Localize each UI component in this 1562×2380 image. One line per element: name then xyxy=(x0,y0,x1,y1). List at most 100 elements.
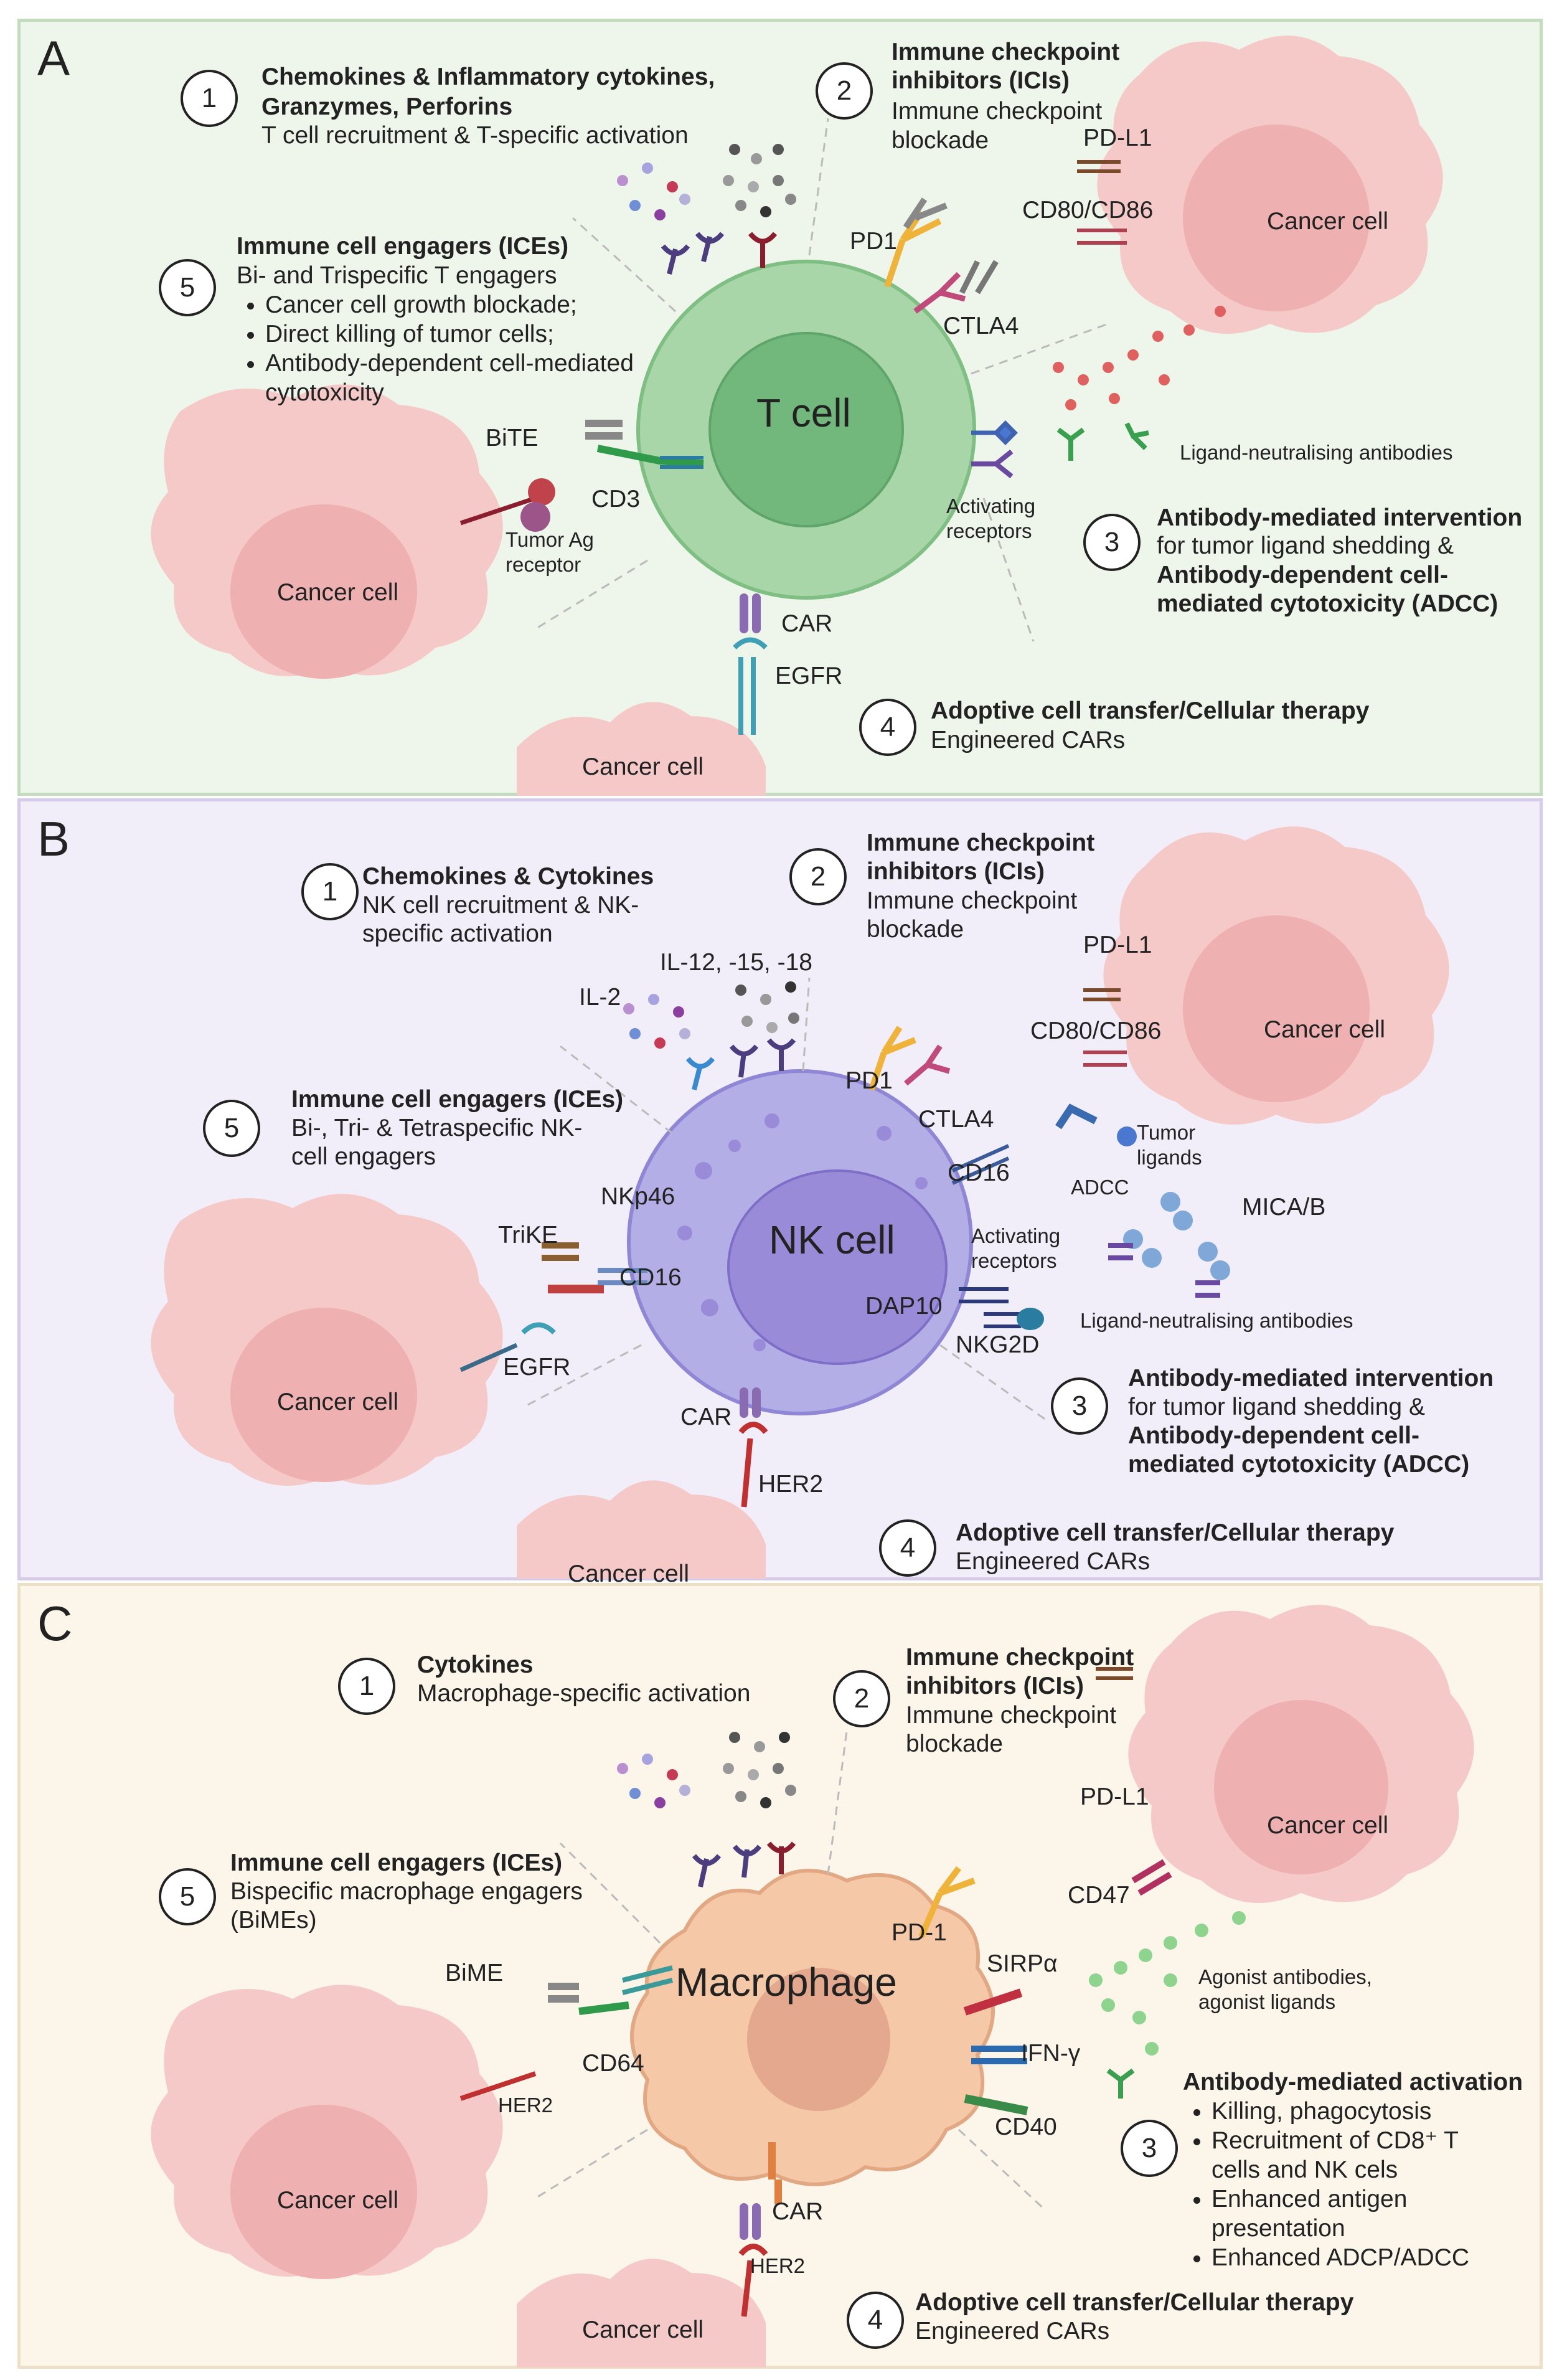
step-3-desc: for tumor ligand shedding & xyxy=(1128,1394,1425,1420)
step-3-bullets-end: Enhanced ADCP/ADCC xyxy=(1183,2243,1523,2272)
dap10-label: DAP10 xyxy=(865,1293,943,1320)
step-3-title: Antibody-mediated intervention xyxy=(1128,1365,1494,1392)
panel-b-graphics xyxy=(151,826,1449,1579)
cancer-nucleus xyxy=(230,1308,417,1482)
pd1-label: PD1 xyxy=(850,228,897,255)
cd16-right-label: CD16 xyxy=(948,1159,1010,1186)
step-3-title: Antibody-mediated activation xyxy=(1183,2069,1523,2095)
step-4-title: Adoptive cell transfer/Cellular therapy xyxy=(956,1519,1395,1546)
step-number-5: 5 xyxy=(159,1868,216,1925)
step-5-bullet: Cancer cell growth blockade; xyxy=(265,290,634,319)
bite-label: BiTE xyxy=(486,425,539,451)
step-number-4: 4 xyxy=(859,699,916,756)
panel-c-letter: C xyxy=(37,1596,73,1651)
cancer-cell-label: Cancer cell xyxy=(582,2316,704,2343)
step-number-3: 3 xyxy=(1051,1377,1108,1435)
step-3-title2-line2: mediated cytotoxicity (ADCC) xyxy=(1157,590,1498,617)
nk-cell-nucleus xyxy=(727,1169,948,1365)
step-5-title: Immune cell engagers (ICEs) xyxy=(237,233,569,260)
cancer-cell-label: Cancer cell xyxy=(277,579,399,606)
cytokine-dots-icon xyxy=(623,981,799,1049)
pd1-label: PD1 xyxy=(845,1067,893,1094)
step-5-bullet: Direct killing of tumor cells; xyxy=(265,319,634,349)
cd40-label: CD40 xyxy=(995,2113,1057,2140)
car-label: CAR xyxy=(680,1404,732,1430)
step-4-desc: Engineered CARs xyxy=(915,2318,1110,2345)
cancer-nucleus xyxy=(1183,915,1370,1102)
step-1-title: Cytokines xyxy=(417,1651,534,1678)
step-3-bullet-continued: cells and NK cels xyxy=(1211,2156,1398,2183)
cancer-nucleus xyxy=(1183,125,1370,311)
cytokine-dots-icon xyxy=(617,144,796,220)
ligand-ab-label: Ligand-neutralising antibodies xyxy=(1180,441,1453,464)
step-1-title-line1: Chemokines & Inflammatory cytokines, xyxy=(261,64,715,90)
activating-label-line2: receptors xyxy=(946,519,1032,542)
step-5-bullet-continued: cytotoxicity xyxy=(265,379,384,406)
cd47-label: CD47 xyxy=(1068,1882,1130,1909)
step-2-title-line2: inhibitors (ICIs) xyxy=(892,67,1070,94)
pd-l1-label: PD-L1 xyxy=(1083,125,1152,151)
ligand-ab-label: Ligand-neutralising antibodies xyxy=(1080,1309,1353,1332)
car-label: CAR xyxy=(781,610,833,637)
step-4-title: Adoptive cell transfer/Cellular therapy xyxy=(931,697,1370,724)
antibody-icon xyxy=(1056,427,1085,461)
step-1-desc: Macrophage-specific activation xyxy=(417,1680,751,1707)
step-5-bullet: Antibody-dependent cell-mediated xyxy=(265,349,634,378)
cancer-cell-label: Cancer cell xyxy=(277,1389,399,1415)
step-3-title: Antibody-mediated intervention xyxy=(1157,504,1523,531)
panel-a-graphics xyxy=(151,35,1443,796)
step-3-bullet: Enhanced ADCP/ADCC xyxy=(1211,2243,1523,2272)
step-number-1: 1 xyxy=(338,1658,395,1715)
cd80-cd86-label: CD80/CD86 xyxy=(1030,1018,1162,1044)
step-3-title2-line1: Antibody-dependent cell- xyxy=(1157,562,1448,588)
il12-label: IL-12, -15, -18 xyxy=(660,949,812,976)
tumor-ligands-label-line2: ligands xyxy=(1137,1146,1202,1169)
step-number-3: 3 xyxy=(1121,2120,1178,2177)
step-1-desc: T cell recruitment & T-specific activati… xyxy=(261,122,689,149)
step-2-desc-line2: blockade xyxy=(867,916,964,943)
cancer-cell-label: Cancer cell xyxy=(568,1561,690,1587)
step-2-desc-line2: blockade xyxy=(906,1731,1004,1757)
activating-label-line1: Activating xyxy=(971,1224,1061,1247)
nkg2d-label: NKG2D xyxy=(956,1331,1040,1358)
panel-c-graphics xyxy=(151,1605,1474,2368)
her2-bottom-label: HER2 xyxy=(750,2254,806,2277)
step-4-desc: Engineered CARs xyxy=(956,1548,1150,1575)
cancer-cell-label: Cancer cell xyxy=(1264,1016,1386,1043)
antibody-icon xyxy=(903,197,948,229)
step-1-desc-line1: NK cell recruitment & NK- xyxy=(362,892,639,918)
step-number-2: 2 xyxy=(789,848,847,905)
step-5-title: Immune cell engagers (ICEs) xyxy=(230,1849,563,1876)
ifng-label: IFN-γ xyxy=(1021,2040,1081,2067)
agonist-label-line1: Agonist antibodies, xyxy=(1198,1965,1372,1988)
bime-label: BiME xyxy=(445,1960,504,1986)
step-2-desc-line1: Immune checkpoint xyxy=(906,1702,1117,1729)
step-number-2: 2 xyxy=(816,62,873,120)
cancer-nucleus xyxy=(230,504,417,679)
step-3-bullet: Recruitment of CD8⁺ T xyxy=(1211,2126,1523,2155)
step-5-desc-line1: Bispecific macrophage engagers xyxy=(230,1878,583,1905)
panel-a-letter: A xyxy=(37,31,70,85)
ctla4-label: CTLA4 xyxy=(918,1106,994,1133)
step-4-title: Adoptive cell transfer/Cellular therapy xyxy=(915,2289,1354,2316)
step-3-title2-line1: Antibody-dependent cell- xyxy=(1128,1422,1419,1449)
antibody-icon xyxy=(913,272,966,314)
step-1-title: Chemokines & Cytokines xyxy=(362,863,654,890)
il2-label: IL-2 xyxy=(579,984,621,1011)
step-5-title: Immune cell engagers (ICEs) xyxy=(291,1086,624,1113)
step-number-1: 1 xyxy=(181,70,238,127)
tumor-ag-label-line2: receptor xyxy=(506,553,581,576)
cd16-left-label: CD16 xyxy=(619,1264,682,1291)
cd80-cd86-label: CD80/CD86 xyxy=(1022,197,1154,224)
egfr-label: EGFR xyxy=(503,1354,571,1381)
macrophage-nucleus xyxy=(747,1968,890,2111)
cd3-label: CD3 xyxy=(591,486,641,512)
step-3-title2-line2: mediated cytotoxicity (ADCC) xyxy=(1128,1451,1470,1478)
step-2-desc-line2: blockade xyxy=(892,127,989,154)
step-2-title-line2: inhibitors (ICIs) xyxy=(906,1673,1084,1699)
tumor-ag-label-line1: Tumor Ag xyxy=(506,528,594,551)
agonist-label-line2: agonist ligands xyxy=(1198,1990,1336,2013)
step-3-bullet: Enhanced antigen xyxy=(1211,2184,1523,2214)
step-number-1: 1 xyxy=(301,863,359,920)
step-3-desc: for tumor ligand shedding & xyxy=(1157,532,1454,559)
